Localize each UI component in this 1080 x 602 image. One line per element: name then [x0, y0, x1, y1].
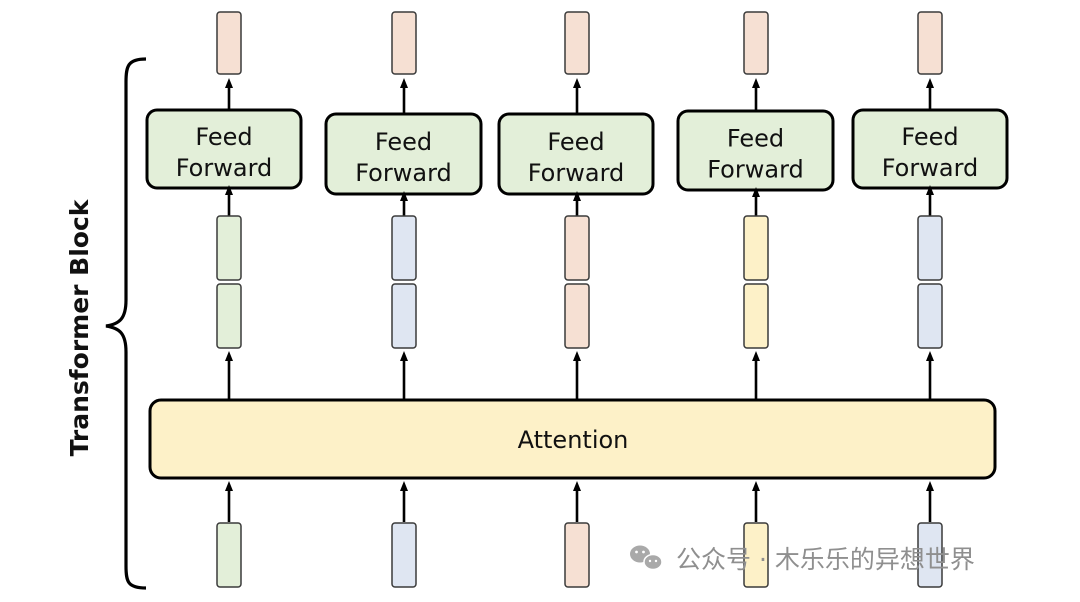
wechat-icon — [630, 545, 663, 571]
feed-forward-label-line1: Feed — [901, 123, 958, 151]
feed-forward-label-line2: Forward — [882, 154, 979, 182]
hidden-token-upper — [216, 215, 242, 281]
output-token — [391, 11, 417, 75]
hidden-token-lower — [216, 283, 242, 349]
attention-label: Attention — [518, 426, 629, 454]
attention-block: Attention — [148, 398, 997, 480]
feed-forward-box — [145, 108, 303, 190]
output-token — [917, 11, 943, 75]
input-token — [743, 522, 769, 588]
curly-brace — [105, 57, 147, 590]
feed-forward-label-line2: Forward — [176, 154, 273, 182]
output-token — [216, 11, 242, 75]
watermark: 公众号 · 木乐乐的异想世界 — [630, 545, 975, 574]
input-token — [564, 522, 590, 588]
hidden-token-lower — [391, 283, 417, 349]
token-columns: FeedForwardFeedForwardFeedForwardFeedFor… — [145, 11, 1009, 588]
input-token — [216, 522, 242, 588]
output-token — [564, 11, 590, 75]
transformer-block-label: Transformer Block — [65, 198, 94, 456]
feed-forward-label-line2: Forward — [707, 156, 804, 184]
output-token — [743, 11, 769, 75]
feed-forward-label-line1: Feed — [195, 123, 252, 151]
hidden-token-lower — [917, 283, 943, 349]
hidden-token-lower — [564, 283, 590, 349]
feed-forward-label-line1: Feed — [727, 125, 784, 153]
hidden-token-upper — [917, 215, 943, 281]
feed-forward-label-line1: Feed — [547, 128, 604, 156]
feed-forward-label-line2: Forward — [528, 159, 625, 187]
feed-forward-label-line2: Forward — [355, 159, 452, 187]
watermark-text: 公众号 · 木乐乐的异想世界 — [676, 545, 975, 574]
feed-forward-label-line1: Feed — [375, 128, 432, 156]
hidden-token-lower — [743, 283, 769, 349]
hidden-token-upper — [391, 215, 417, 281]
hidden-token-upper — [564, 215, 590, 281]
input-token — [917, 522, 943, 588]
input-token — [391, 522, 417, 588]
hidden-token-upper — [743, 215, 769, 281]
